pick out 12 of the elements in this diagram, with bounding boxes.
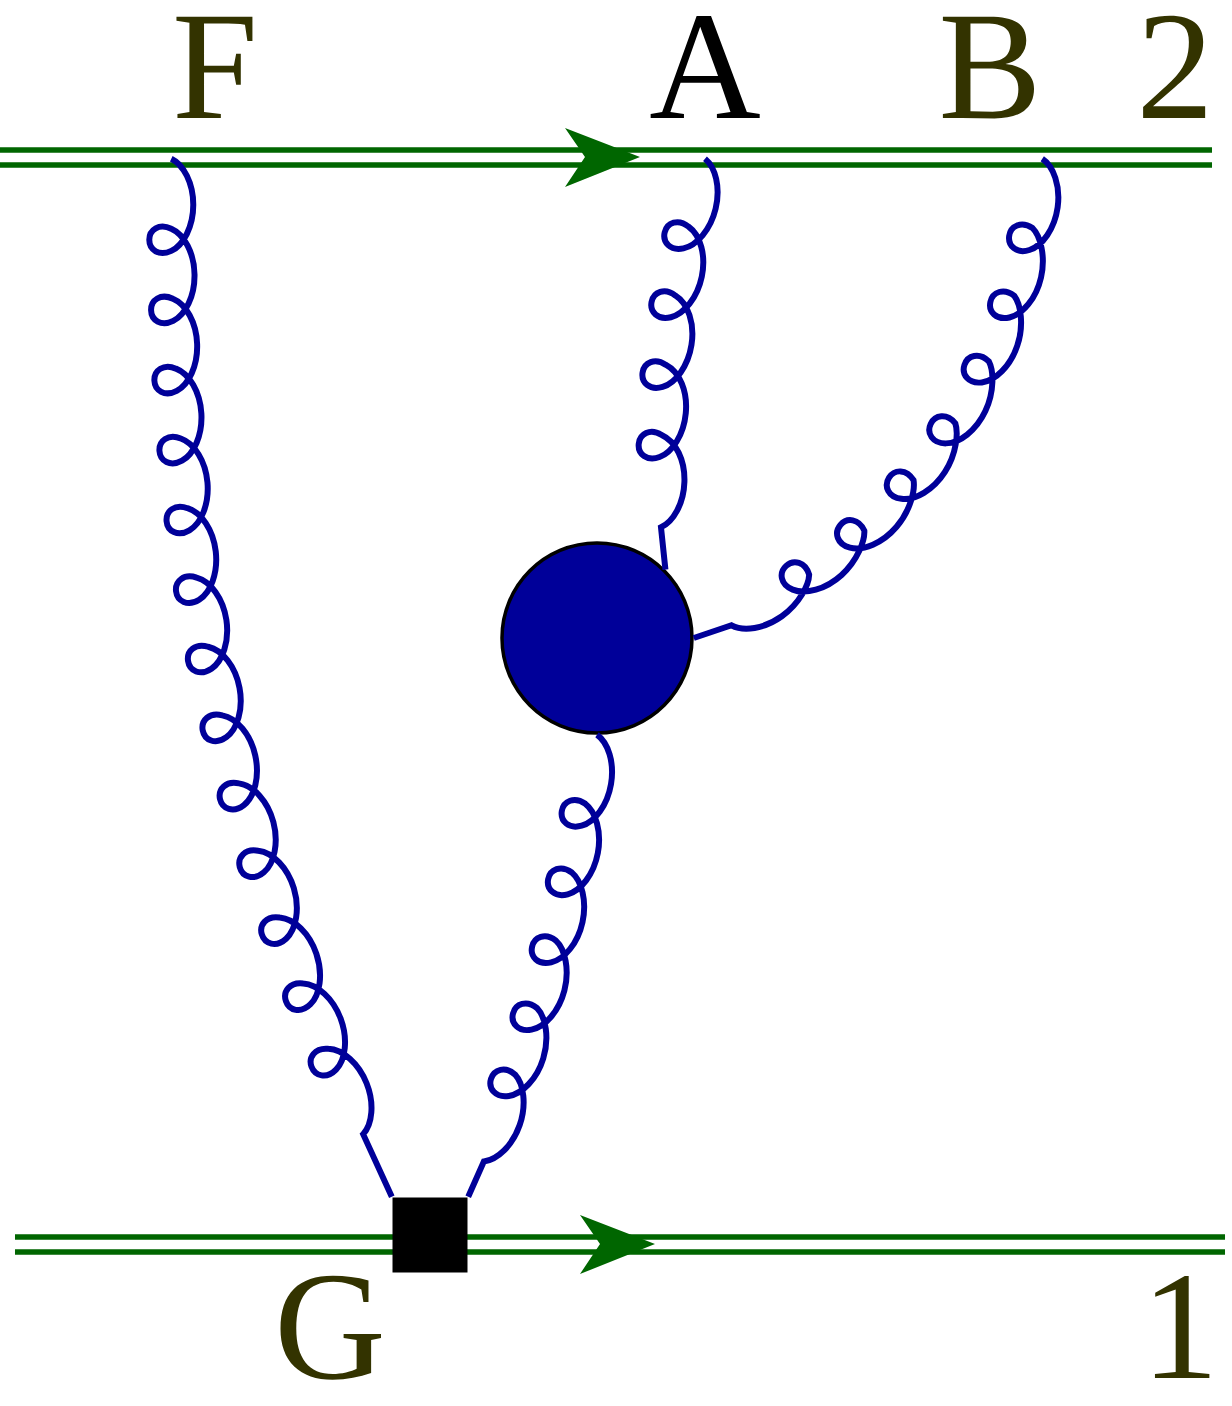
gluon-line	[465, 732, 615, 1198]
line-label: 2	[1143, 15, 1206, 118]
gluon-line	[146, 156, 395, 1199]
gluon-line	[692, 156, 1062, 641]
vertex-label: F	[176, 16, 253, 118]
vertex-label: G	[280, 1275, 381, 1380]
gluon-line	[635, 156, 721, 570]
vertex-square	[392, 1197, 468, 1273]
blob-circle	[500, 541, 694, 735]
vertex-label: A	[650, 15, 760, 118]
vertex-label: B	[942, 16, 1034, 119]
line-label: 1	[1154, 1275, 1210, 1378]
